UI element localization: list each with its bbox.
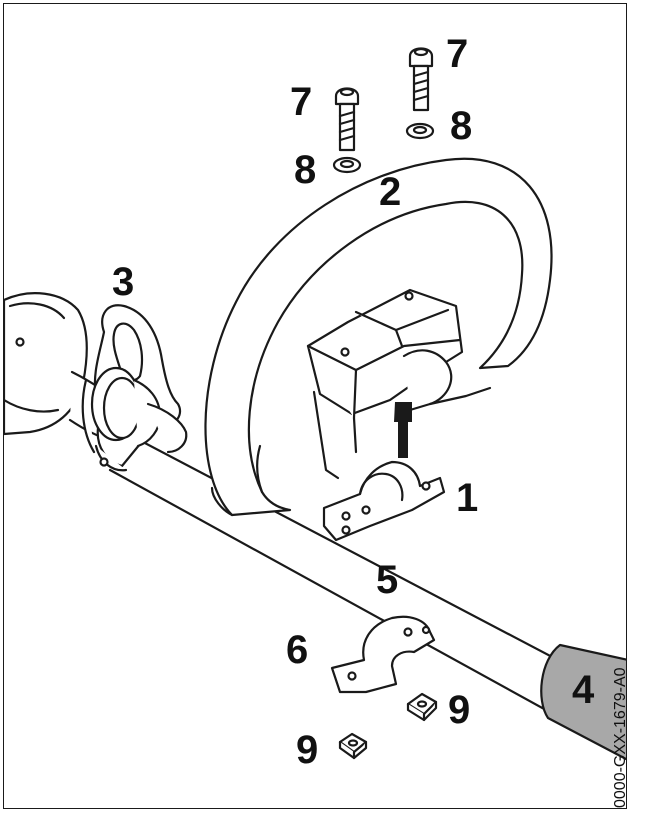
callout-1-upper-clamp: 1 — [456, 476, 479, 520]
shaft-end-cap — [540, 643, 626, 761]
handle-bracket — [306, 288, 492, 480]
callout-3-clamp-eyelet: 3 — [112, 260, 135, 304]
callout-8-washer-right: 8 — [450, 104, 473, 148]
square-nut-left — [338, 732, 368, 760]
screw-left — [334, 87, 360, 152]
square-nut-right — [406, 692, 438, 722]
callout-4-shaft-cap: 4 — [572, 668, 595, 712]
engine-housing — [4, 292, 112, 442]
drawing-code: 0000-GXX-1679-A0 — [612, 667, 629, 808]
assembly-arrow — [394, 402, 412, 458]
washer-left — [332, 156, 362, 174]
callout-5-drive-tube: 5 — [376, 558, 399, 602]
screw-right — [408, 47, 434, 112]
washer-right — [405, 122, 435, 140]
callout-2-loop-handle: 2 — [379, 170, 402, 214]
callout-6-lower-clamp: 6 — [286, 628, 309, 672]
drive-tube — [108, 428, 617, 750]
upper-clamp-half — [322, 460, 446, 542]
callout-9-nut-left: 9 — [296, 728, 319, 772]
lower-clamp-half — [330, 615, 436, 694]
handle-clamp-eyelet — [81, 304, 188, 472]
loop-handle — [204, 157, 553, 517]
callout-9-nut-right: 9 — [448, 688, 471, 732]
callout-7-screw-left: 7 — [290, 80, 313, 124]
callout-7-screw-right: 7 — [446, 32, 469, 76]
callout-8-washer-left: 8 — [294, 148, 317, 192]
